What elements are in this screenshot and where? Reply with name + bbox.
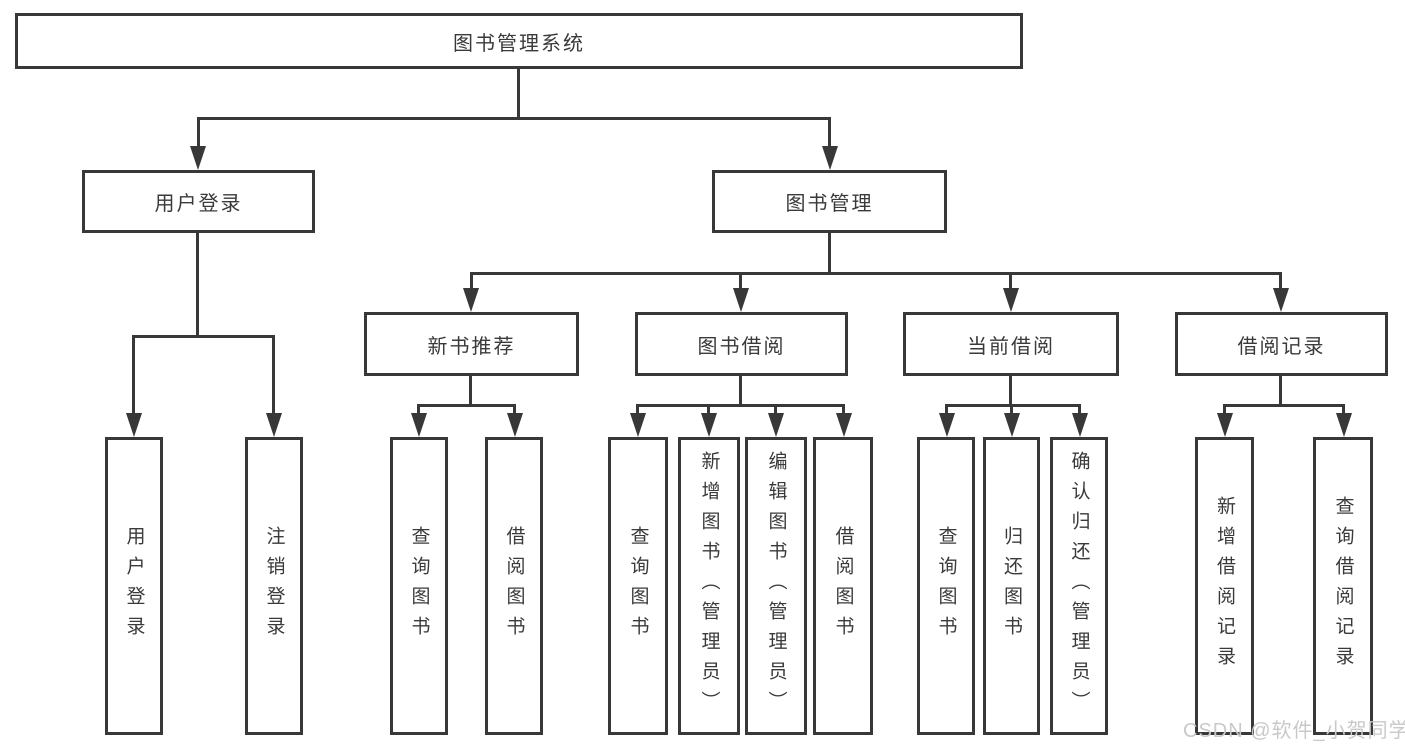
- connector-line: [828, 117, 831, 146]
- leaf-borrow-query-books: 查询图书: [608, 437, 668, 735]
- connector-line: [417, 404, 420, 413]
- arrowhead-down-icon: [939, 413, 955, 437]
- connector-line: [1223, 404, 1226, 413]
- connector-line: [774, 404, 777, 413]
- arrowhead-down-icon: [1336, 413, 1352, 437]
- leaf-borrow-add-books-admin: 新增图书（管理员）: [678, 437, 740, 735]
- arrowhead-down-icon: [630, 413, 646, 437]
- leaf-recommend-query-books: 查询图书: [390, 437, 448, 735]
- connector-line: [197, 117, 200, 146]
- leaf-user-login: 用户登录: [105, 437, 163, 735]
- arrowhead-down-icon: [733, 288, 749, 312]
- node-book-management: 图书管理: [712, 170, 947, 233]
- connector-line: [1078, 404, 1081, 413]
- connector-line: [470, 272, 473, 288]
- connector-line: [469, 376, 472, 404]
- arrowhead-down-icon: [411, 413, 427, 437]
- leaf-current-confirm-return-admin: 确认归还（管理员）: [1050, 437, 1108, 735]
- arrowhead-down-icon: [266, 413, 282, 437]
- connector-line: [1279, 376, 1282, 404]
- leaf-current-query-books: 查询图书: [917, 437, 975, 735]
- arrowhead-down-icon: [768, 413, 784, 437]
- leaf-recommend-borrow-books: 借阅图书: [485, 437, 543, 735]
- leaf-records-add-record: 新增借阅记录: [1195, 437, 1254, 735]
- connector-line: [842, 404, 845, 413]
- connector-line: [513, 404, 516, 413]
- connector-line: [197, 117, 831, 120]
- connector-line: [1009, 272, 1012, 288]
- node-new-book-recommend: 新书推荐: [364, 312, 579, 376]
- node-current-borrow: 当前借阅: [903, 312, 1119, 376]
- node-borrow-records: 借阅记录: [1175, 312, 1388, 376]
- connector-line: [132, 335, 275, 338]
- connector-line: [1279, 272, 1282, 288]
- leaf-borrow-edit-books-admin: 编辑图书（管理员）: [745, 437, 807, 735]
- connector-line: [636, 404, 639, 413]
- arrowhead-down-icon: [126, 413, 142, 437]
- node-user-login: 用户登录: [82, 170, 315, 233]
- arrowhead-down-icon: [1072, 413, 1088, 437]
- leaf-borrow-borrow-books: 借阅图书: [813, 437, 873, 735]
- connector-line: [1010, 404, 1013, 413]
- connector-line: [1223, 404, 1345, 407]
- connector-line: [272, 335, 275, 413]
- connector-line: [1342, 404, 1345, 413]
- connector-line: [739, 272, 742, 288]
- arrowhead-down-icon: [1003, 288, 1019, 312]
- connector-line: [636, 404, 845, 407]
- arrowhead-down-icon: [1004, 413, 1020, 437]
- arrowhead-down-icon: [836, 413, 852, 437]
- connector-line: [828, 233, 831, 272]
- arrowhead-down-icon: [1273, 288, 1289, 312]
- leaf-logout: 注销登录: [245, 437, 303, 735]
- node-book-borrow: 图书借阅: [635, 312, 848, 376]
- leaf-current-return-books: 归还图书: [983, 437, 1040, 735]
- connector-line: [470, 272, 1282, 275]
- csdn-watermark: CSDN @软件_小贺同学: [1183, 720, 1405, 742]
- node-root: 图书管理系统: [15, 13, 1023, 69]
- arrowhead-down-icon: [701, 413, 717, 437]
- arrowhead-down-icon: [1217, 413, 1233, 437]
- connector-line: [945, 404, 948, 413]
- connector-line: [739, 376, 742, 404]
- arrowhead-down-icon: [507, 413, 523, 437]
- arrowhead-down-icon: [190, 146, 206, 170]
- connector-line: [132, 335, 135, 413]
- connector-line: [945, 404, 1081, 407]
- arrowhead-down-icon: [463, 288, 479, 312]
- arrowhead-down-icon: [822, 146, 838, 170]
- connector-line: [707, 404, 710, 413]
- connector-line: [196, 233, 199, 335]
- connector-line: [517, 69, 520, 117]
- leaf-records-query-record: 查询借阅记录: [1313, 437, 1373, 735]
- connector-line: [1009, 376, 1012, 404]
- connector-line: [417, 404, 516, 407]
